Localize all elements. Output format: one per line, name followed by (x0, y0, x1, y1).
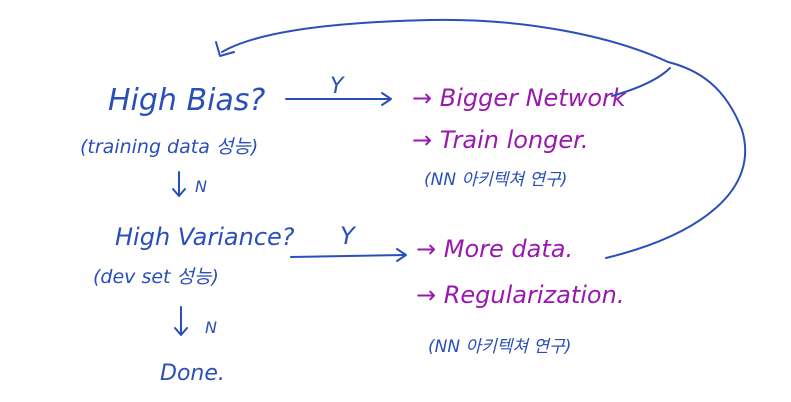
yes-label-1: Y (330, 74, 345, 99)
bias-architecture-note: (NN 아키텍쳐 연구) (424, 170, 567, 190)
no-arrow-2 (174, 306, 188, 336)
train-longer-item: → Train longer. (412, 126, 588, 154)
yes-label-2: Y (340, 222, 357, 250)
no-label-2: N (205, 318, 217, 337)
high-variance-question: High Variance? (115, 223, 295, 251)
no-label-1: N (195, 177, 207, 196)
yes-arrow-2 (290, 248, 407, 262)
feedback-loop-arrow (215, 18, 747, 259)
regularization-item: → Regularization. (416, 281, 624, 309)
training-data-note: (training data 성능) (80, 136, 258, 158)
no-arrow-1 (172, 171, 186, 197)
yes-arrow-1 (285, 92, 392, 106)
high-bias-question: High Bias? (108, 83, 265, 118)
variance-architecture-note: (NN 아키텍쳐 연구) (428, 337, 571, 357)
done-label: Done. (160, 361, 225, 386)
more-data-item: → More data. (416, 235, 573, 263)
bigger-network-item: → Bigger Network (412, 84, 627, 112)
dev-set-note: (dev set 성능) (93, 266, 219, 288)
